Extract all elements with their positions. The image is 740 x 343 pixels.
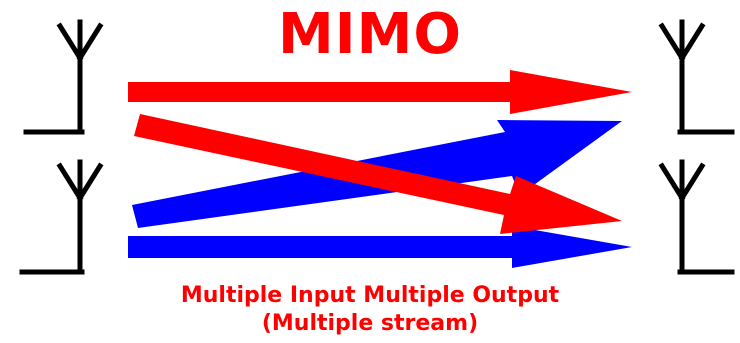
diagram-title: MIMO bbox=[278, 2, 462, 67]
stream-arrow-tx1-rx1 bbox=[128, 70, 632, 114]
tx-antenna-2 bbox=[19, 159, 104, 275]
rx-antenna-1 bbox=[658, 19, 735, 135]
stream-arrow-tx1-rx2 bbox=[134, 114, 622, 234]
tx-antenna-1 bbox=[23, 19, 104, 135]
stream-arrow-tx2-rx2 bbox=[128, 226, 632, 268]
caption-line-2: (Multiple stream) bbox=[261, 311, 479, 336]
rx-antenna-2 bbox=[658, 159, 735, 275]
caption-line-1: Multiple Input Multiple Output bbox=[180, 283, 560, 308]
